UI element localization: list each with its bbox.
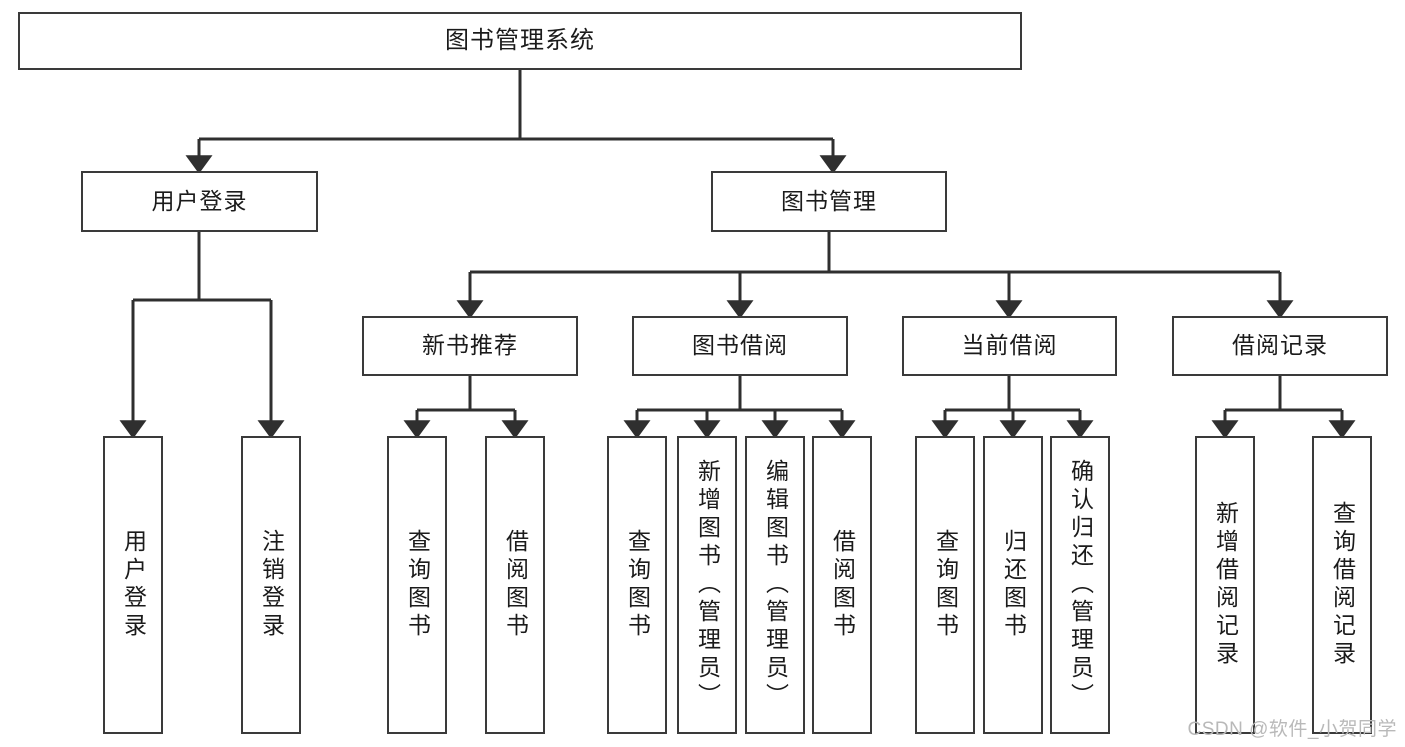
node-label: 新增借阅记录 (1212, 501, 1239, 669)
node-label: 借阅图书 (502, 529, 529, 641)
node-label: 查询图书 (932, 529, 959, 641)
node-leaf-confirm-return-admin[interactable]: 确认归还（管理员） (1050, 436, 1110, 734)
node-label: 当前借阅 (961, 332, 1058, 359)
node-leaf-query-borrow-record[interactable]: 查询借阅记录 (1312, 436, 1372, 734)
watermark: CSDN @软件_小贺同学 (1187, 719, 1397, 740)
node-new-book-recommend[interactable]: 新书推荐 (362, 316, 578, 376)
node-label: 确认归还（管理员） (1067, 459, 1094, 711)
node-label: 图书借阅 (692, 332, 788, 359)
node-borrow-records[interactable]: 借阅记录 (1172, 316, 1388, 376)
node-leaf-add-borrow-record[interactable]: 新增借阅记录 (1195, 436, 1255, 734)
node-leaf-logout[interactable]: 注销登录 (241, 436, 301, 734)
node-label: 新书推荐 (422, 332, 518, 359)
node-leaf-query-book-current[interactable]: 查询图书 (915, 436, 975, 734)
node-leaf-borrow-book[interactable]: 借阅图书 (812, 436, 872, 734)
node-label: 借阅图书 (829, 529, 856, 641)
node-label: 查询图书 (404, 529, 431, 641)
node-label: 归还图书 (1000, 529, 1027, 641)
node-leaf-add-book-admin[interactable]: 新增图书（管理员） (677, 436, 737, 734)
node-current-borrow[interactable]: 当前借阅 (902, 316, 1117, 376)
node-label: 借阅记录 (1232, 332, 1328, 359)
node-label: 查询借阅记录 (1329, 501, 1356, 669)
node-leaf-query-book-borrow[interactable]: 查询图书 (607, 436, 667, 734)
node-leaf-borrow-book-recommend[interactable]: 借阅图书 (485, 436, 545, 734)
node-label: 查询图书 (624, 529, 651, 641)
node-label: 图书管理 (781, 187, 877, 214)
node-label: 新增图书（管理员） (694, 459, 721, 711)
node-book-borrow[interactable]: 图书借阅 (632, 316, 848, 376)
node-user-login[interactable]: 用户登录 (81, 171, 318, 232)
node-label: 用户登录 (151, 187, 248, 214)
node-leaf-return-book[interactable]: 归还图书 (983, 436, 1043, 734)
node-label: 图书管理系统 (445, 26, 595, 54)
node-label: 编辑图书（管理员） (762, 459, 789, 711)
node-label: 用户登录 (120, 529, 147, 641)
node-leaf-user-login[interactable]: 用户登录 (103, 436, 163, 734)
node-leaf-edit-book-admin[interactable]: 编辑图书（管理员） (745, 436, 805, 734)
node-label: 注销登录 (258, 529, 285, 641)
node-root-system[interactable]: 图书管理系统 (18, 12, 1022, 70)
node-leaf-query-book-recommend[interactable]: 查询图书 (387, 436, 447, 734)
node-book-management[interactable]: 图书管理 (711, 171, 947, 232)
